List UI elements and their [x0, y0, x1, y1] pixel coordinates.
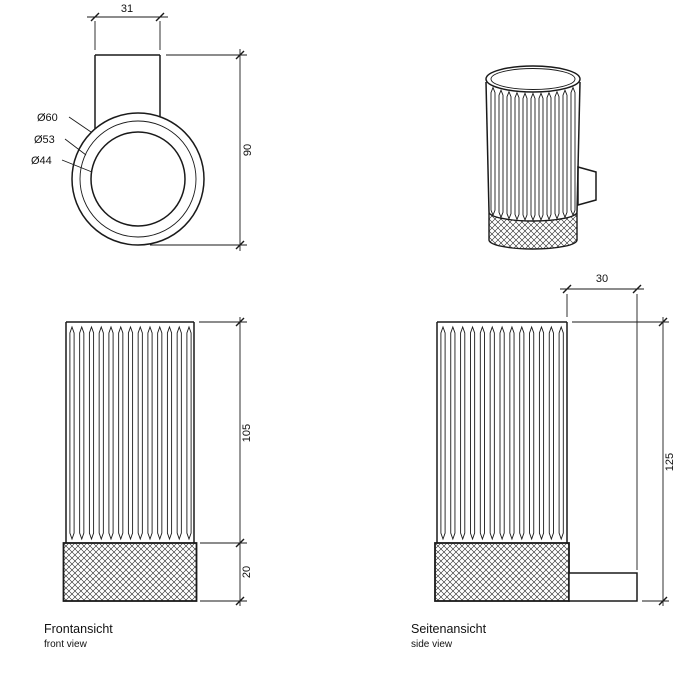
- perspective-view: [485, 65, 597, 250]
- flute: [489, 325, 495, 541]
- flute: [470, 325, 476, 541]
- dimension-tick: [658, 596, 668, 606]
- front-view: 105 20 Frontansicht front view: [44, 317, 253, 650]
- dia-mid-label: Ø53: [34, 134, 55, 146]
- flute: [538, 92, 544, 222]
- fluted-surface: [490, 86, 576, 222]
- dim-base-height-label: 20: [241, 566, 253, 578]
- dimension-heights: 105 20: [199, 317, 253, 606]
- flute: [479, 325, 485, 541]
- dim-total-height-label: 125: [664, 453, 676, 471]
- flute: [506, 90, 512, 220]
- flute: [147, 325, 153, 541]
- rim-inner: [490, 68, 576, 90]
- flute: [440, 325, 446, 541]
- fluted-surface: [440, 325, 564, 541]
- fluted-surface: [69, 325, 192, 541]
- dimension-tick: [235, 596, 245, 606]
- flute: [558, 325, 564, 541]
- flute: [530, 92, 536, 222]
- wall-bracket: [577, 166, 597, 206]
- body-left-edge: [485, 81, 490, 213]
- flute: [88, 325, 95, 541]
- flute: [519, 325, 525, 541]
- leader-line: [64, 138, 87, 156]
- dimension-tick: [235, 240, 245, 250]
- dimension-width: 31: [87, 3, 168, 50]
- circle-mid: [79, 120, 197, 238]
- leader-line: [68, 116, 92, 133]
- flute: [450, 325, 456, 541]
- flute: [98, 325, 104, 541]
- dimension-bracket-depth: 30: [560, 273, 644, 570]
- dimension-tick: [235, 538, 245, 548]
- dimension-tick: [658, 317, 668, 327]
- flute: [562, 88, 568, 219]
- flute: [538, 325, 545, 541]
- dimension-tick: [235, 50, 245, 60]
- flute: [127, 325, 134, 541]
- flute: [548, 325, 554, 541]
- flute: [157, 325, 163, 541]
- side-view: 30 125 Seitenansicht side view: [411, 273, 676, 650]
- dimension-total-height: 125: [572, 317, 676, 606]
- dimension-tick: [235, 317, 245, 327]
- flute: [514, 91, 520, 221]
- flute: [529, 325, 535, 541]
- flute: [554, 90, 560, 220]
- dim-bracket-depth-label: 30: [596, 273, 608, 285]
- flute: [166, 325, 173, 541]
- flute: [570, 86, 576, 217]
- dia-inner-label: Ø44: [31, 155, 52, 167]
- front-view-title: Frontansicht: [44, 622, 113, 636]
- diameter-callouts: Ø60 Ø53 Ø44: [31, 112, 93, 173]
- dim-body-height-label: 105: [241, 424, 253, 442]
- flute: [176, 325, 182, 541]
- dimension-height: 90: [150, 49, 254, 251]
- rim-outer: [485, 65, 581, 93]
- flute: [118, 325, 124, 541]
- side-view-title: Seitenansicht: [411, 622, 487, 636]
- wall-mount-plate: [568, 572, 638, 602]
- leader-line: [61, 159, 93, 173]
- circle-inner: [90, 131, 186, 227]
- knurled-base-band: [434, 542, 570, 602]
- dimension-tick: [90, 12, 100, 22]
- flute: [522, 92, 528, 222]
- side-view-subtitle: side view: [411, 639, 453, 650]
- flute: [460, 325, 466, 541]
- dimension-tick: [632, 284, 642, 294]
- flute: [69, 325, 75, 541]
- flute: [490, 86, 496, 217]
- dia-outer-label: Ø60: [37, 112, 58, 124]
- dimension-tick: [562, 284, 572, 294]
- dim-height-label: 90: [242, 144, 254, 156]
- knurled-base-band: [62, 542, 198, 602]
- top-view: 31 90 Ø60 Ø53 Ø44: [31, 3, 254, 251]
- dimension-tick: [155, 12, 165, 22]
- dim-width-label: 31: [121, 3, 133, 15]
- flute: [137, 325, 143, 541]
- front-view-subtitle: front view: [44, 639, 88, 650]
- flute: [108, 325, 114, 541]
- flute: [498, 88, 504, 219]
- knurled-base-band: [488, 211, 578, 250]
- circle-outer: [71, 112, 205, 246]
- flute: [499, 325, 505, 541]
- flute: [186, 325, 192, 541]
- flute: [546, 91, 552, 221]
- body-right-edge: [576, 81, 581, 213]
- flute: [79, 325, 85, 541]
- flute: [509, 325, 515, 541]
